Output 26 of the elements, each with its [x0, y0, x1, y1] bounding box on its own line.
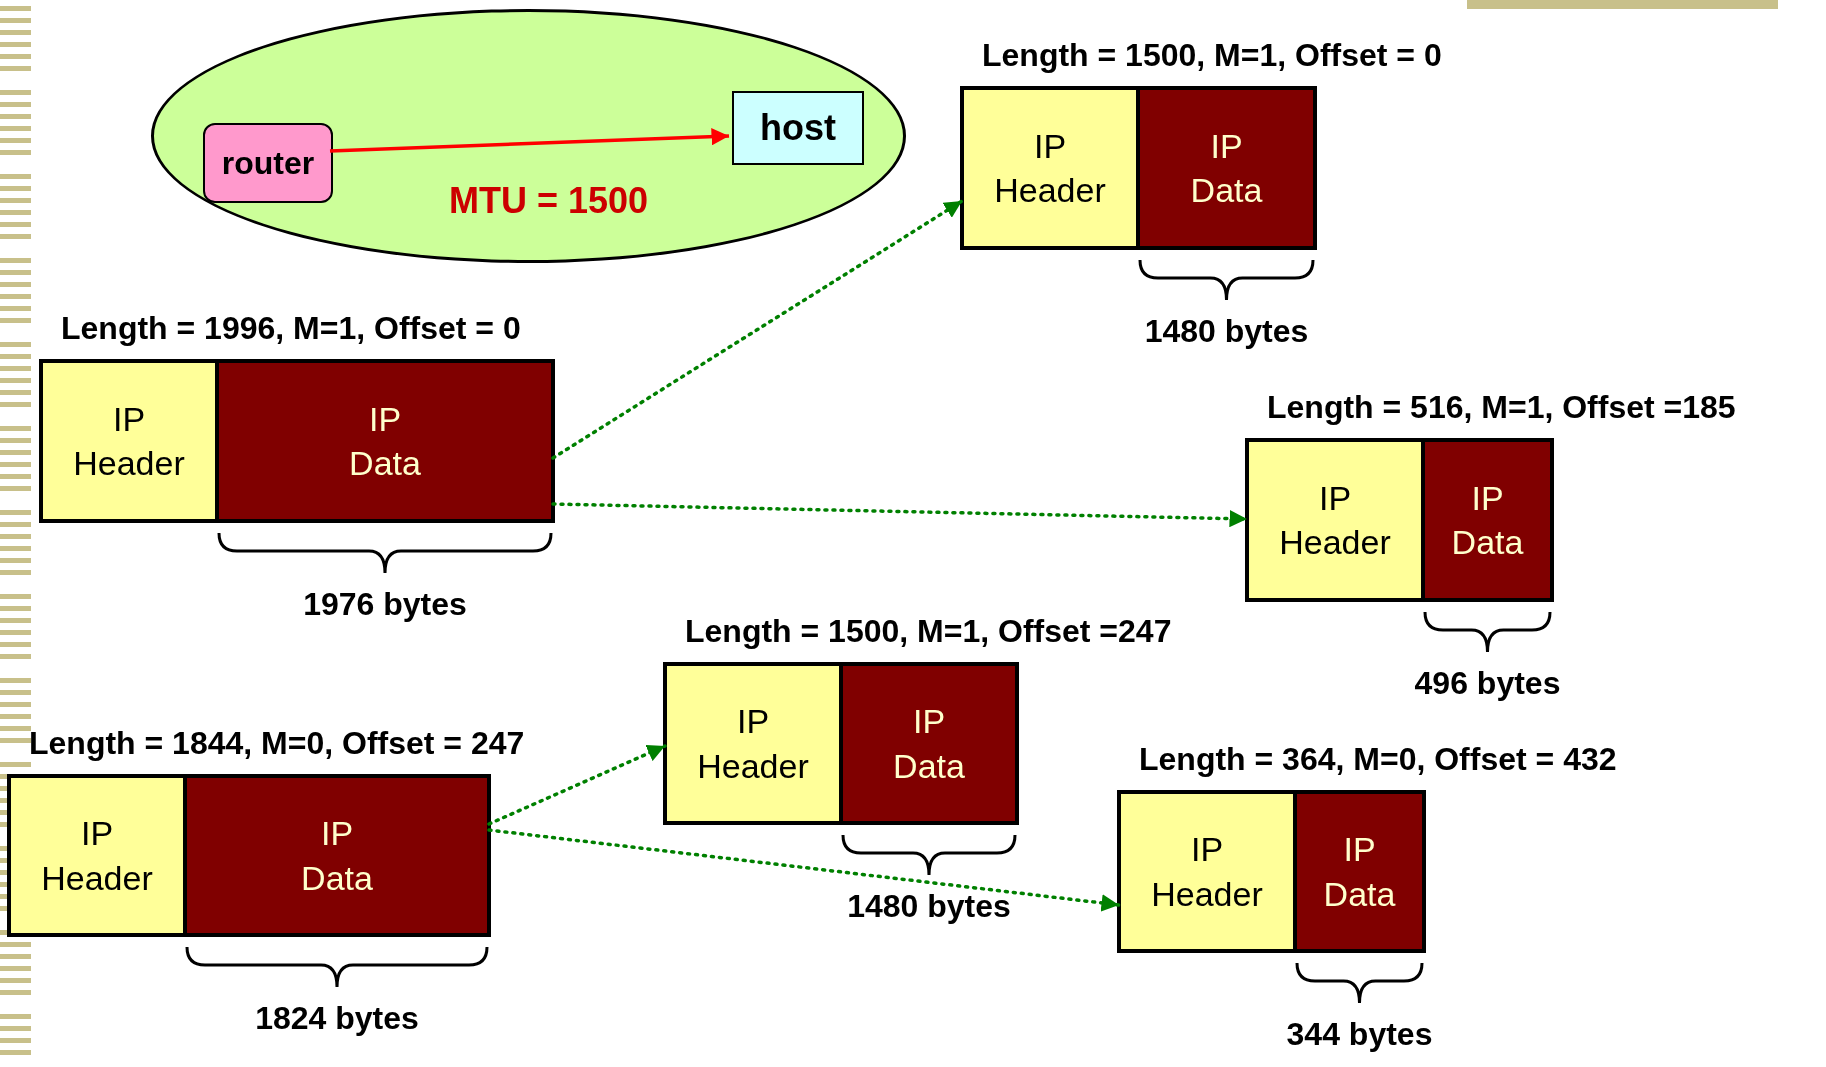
- ip-header-field: IP Header: [9, 776, 185, 935]
- arrow: [329, 127, 730, 153]
- ip-header-field: IP Header: [1119, 792, 1295, 951]
- ip-header-field: IP Header: [962, 88, 1138, 248]
- packet-heading: Length = 364, M=0, Offset = 432: [1139, 742, 1617, 778]
- byte-count-label: 1480 bytes: [1144, 314, 1309, 350]
- arrow: [551, 502, 1249, 528]
- packet-heading: Length = 516, M=1, Offset =185: [1267, 390, 1736, 426]
- packet-heading: Length = 1844, M=0, Offset = 247: [29, 726, 525, 762]
- byte-count-label: 344 bytes: [1286, 1017, 1433, 1053]
- host-box: host: [732, 91, 864, 165]
- ip-header-field: IP Header: [1247, 440, 1423, 600]
- packet-heading: Length = 1500, M=1, Offset =247: [685, 614, 1172, 650]
- arrow: [487, 828, 1121, 912]
- arrow: [551, 199, 964, 460]
- packet-heading: Length = 1500, M=1, Offset = 0: [982, 38, 1442, 74]
- byte-count-label: 1824 bytes: [255, 1001, 419, 1037]
- byte-count-label: 1480 bytes: [847, 889, 1011, 925]
- ip-header-field: IP Header: [665, 664, 841, 823]
- mtu-label: MTU = 1500: [449, 180, 649, 222]
- byte-count-label: 1976 bytes: [303, 587, 467, 623]
- ip-header-field: IP Header: [41, 361, 217, 521]
- router-box: router: [203, 123, 333, 203]
- byte-count-label: 496 bytes: [1414, 666, 1561, 702]
- arrow: [487, 744, 667, 826]
- packet-heading: Length = 1996, M=1, Offset = 0: [61, 311, 521, 347]
